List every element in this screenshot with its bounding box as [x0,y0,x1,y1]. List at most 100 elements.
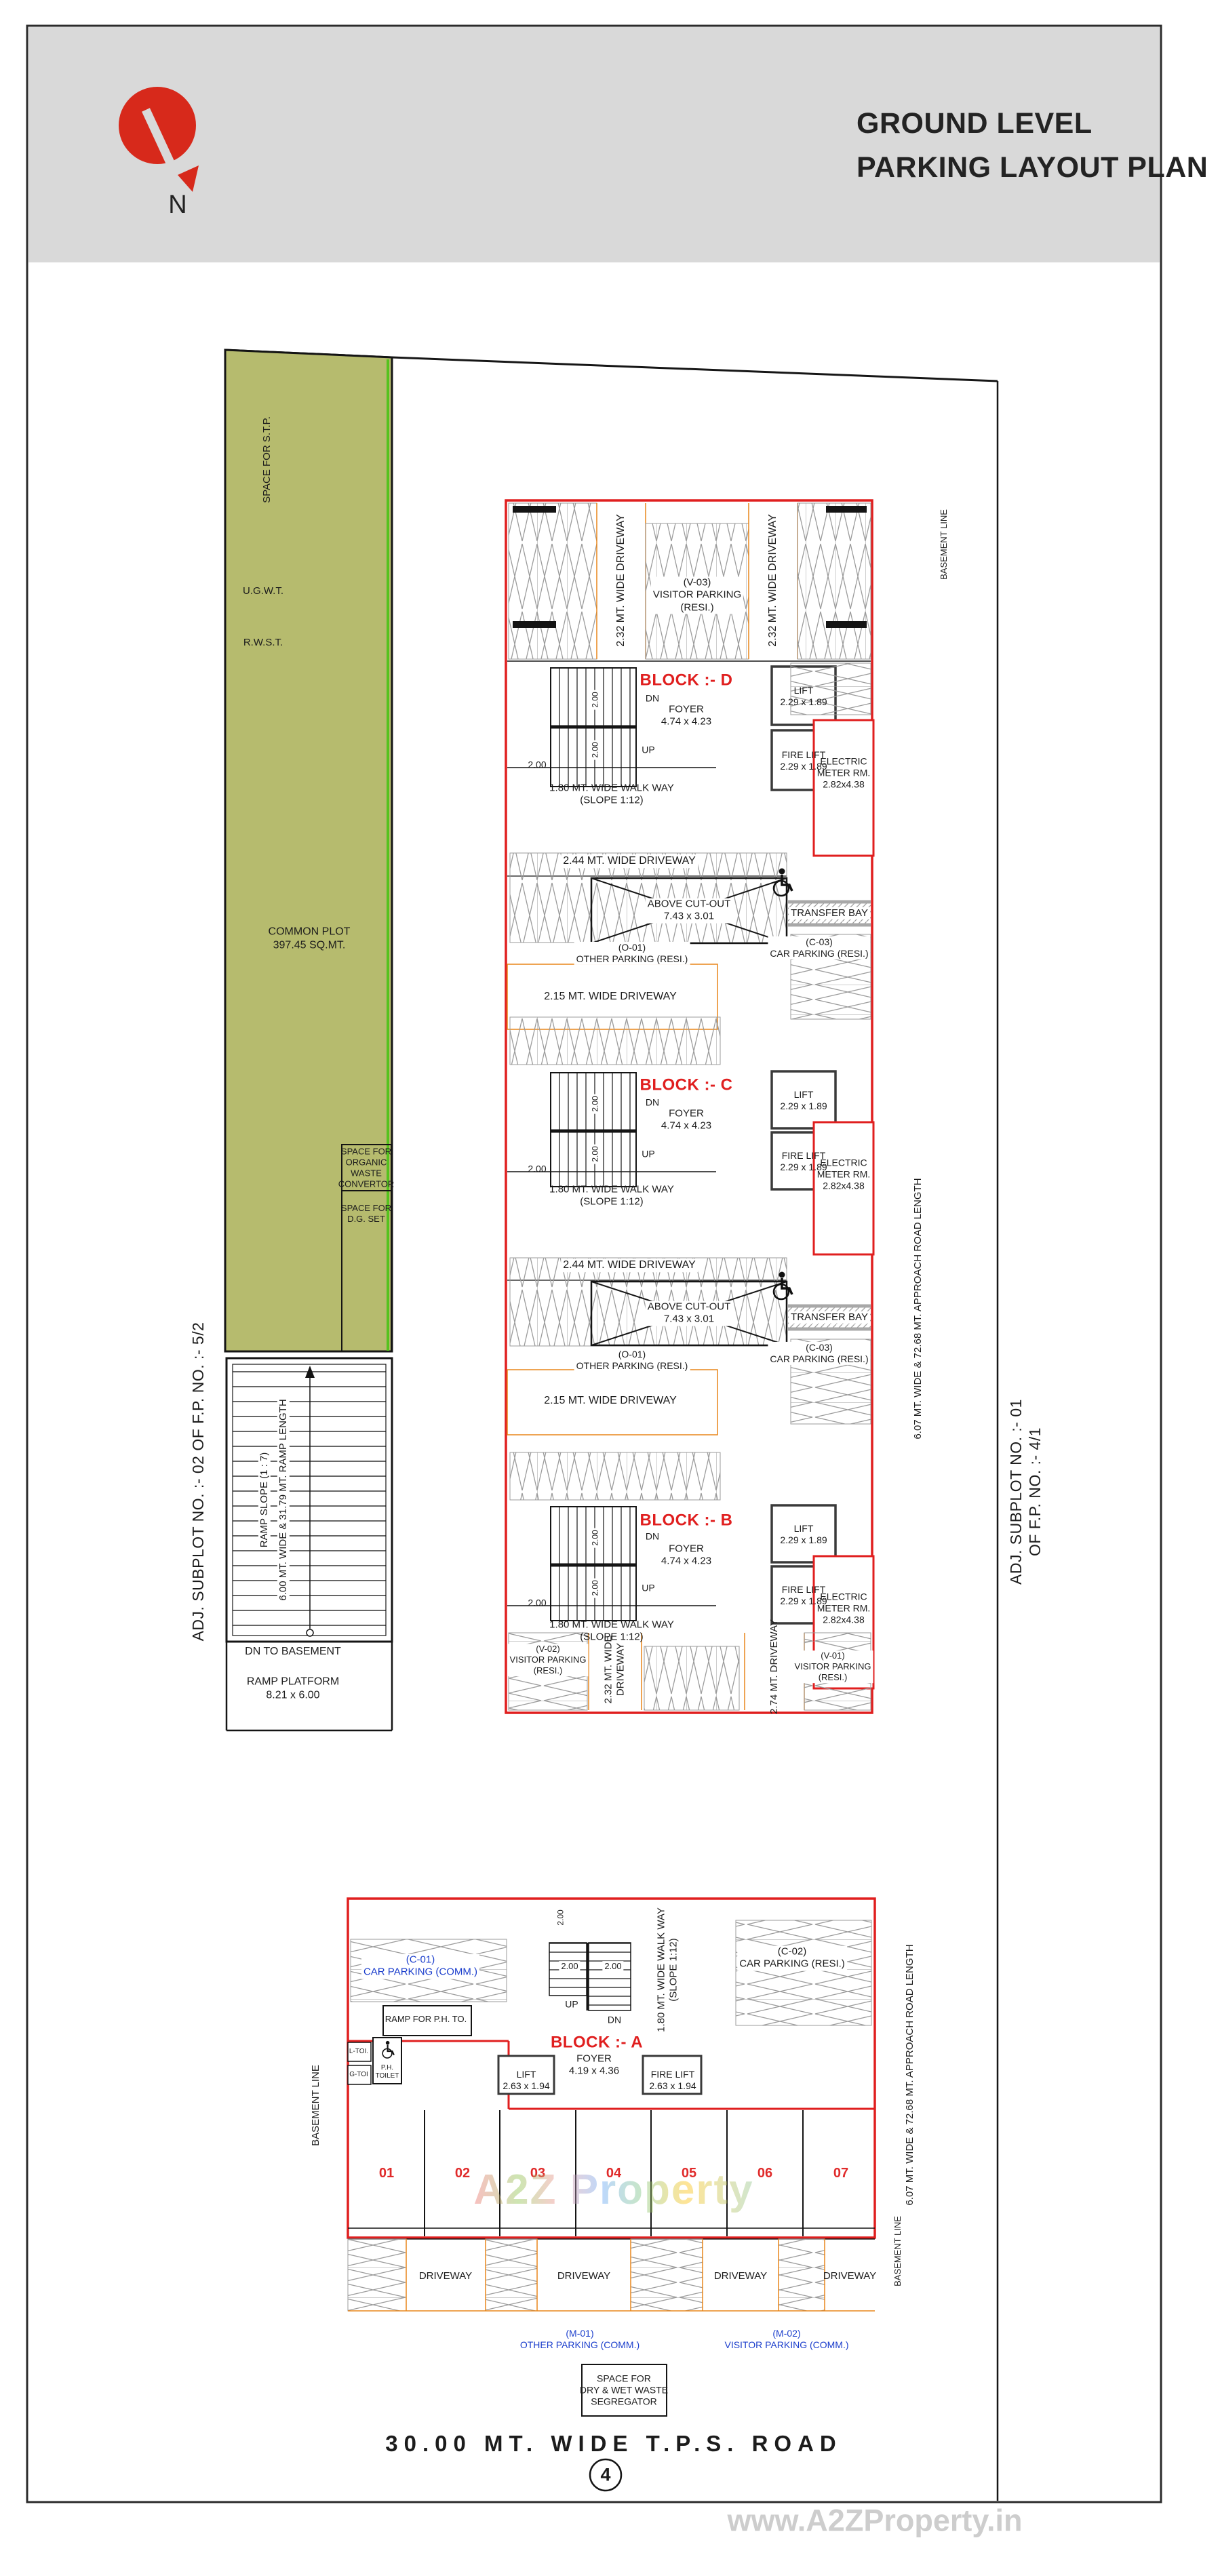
walkway-a-label: 1.80 MT. WIDE WALK WAY (SLOPE 1:12) [655,1907,680,2032]
c03-c-label: (C-03) CAR PARKING (RESI.) [768,1341,871,1366]
o01-d-label: (O-01) OTHER PARKING (RESI.) [574,941,690,966]
block-a-up-label: UP [565,1998,578,2010]
o01-c-label: (O-01) OTHER PARKING (RESI.) [574,1348,690,1372]
driveway-label-4: DRIVEWAY [823,2270,877,2282]
block-b-dim-rot2: 2.00 [590,1578,601,1598]
driveway-244-c-label: 2.44 MT. WIDE DRIVEWAY [561,1259,698,1272]
block-d-dim-rot2: 2.00 [590,740,601,760]
dn-to-basement-label: DN TO BASEMENT [245,1646,341,1658]
driveway-232-bottom-label: 2.32 MT. WIDE DRIVEWAY [602,1635,627,1704]
plan-watermark: A2Z Property [473,2164,753,2216]
block-a-dim1: 2.00 [559,1961,581,1972]
m01-label: (M-01) OTHER PARKING (COMM.) [519,2327,640,2350]
block-b-foyer-label: FOYER 4.74 x 4.23 [661,1543,712,1567]
shop-01: 01 [378,2165,395,2181]
block-a-dn-label: DN [607,2014,622,2025]
road-label: 30.00 MT. WIDE T.P.S. ROAD [385,2430,842,2456]
block-a-foyer-label: FOYER 4.19 x 4.36 [568,2053,620,2077]
block-b-label: BLOCK :- B [639,1511,733,1530]
waste-segregator-label: SPACE FOR DRY & WET WASTE SEGREGATOR [579,2373,669,2407]
walkway-c-label: 1.80 MT. WIDE WALK WAY (SLOPE 1:12) [549,1183,674,1208]
l-toi-label: L-TOI. [349,2047,369,2055]
block-c-meter-label: ELECTRIC METER RM. 2.82x4.38 [816,1157,871,1191]
block-b-dim: 2.00 [528,1597,547,1608]
v02-label: (V-02) VISITOR PARKING (RESI.) [507,1644,589,1676]
header-band [28,27,1160,262]
basement-line-label-upper: BASEMENT LINE [939,509,949,580]
block-b-dim-rot1: 2.00 [590,1528,601,1548]
common-plot-label: COMMON PLOT 397.45 SQ.MT. [268,926,351,951]
c02-label: (C-02) CAR PARKING (RESI.) [737,1945,847,1971]
driveway-label-1: DRIVEWAY [418,2270,473,2282]
block-c-up-label: UP [642,1148,655,1160]
shop-04: 04 [606,2165,622,2181]
dg-set-label: SPACE FOR D.G. SET [340,1203,392,1224]
block-a-dim2: 2.00 [602,1961,624,1972]
basement-line-label-lower-left: BASEMENT LINE [309,2065,321,2146]
block-d-dn-label: DN [645,692,660,704]
m02-label: (M-02) VISITOR PARKING (COMM.) [724,2327,849,2350]
ramp-ph-label: RAMP FOR P.H. TO. [385,2014,467,2025]
north-label: N [168,190,187,219]
walkway-b-label: 1.80 MT. WIDE WALK WAY (SLOPE 1:12) [549,1619,674,1643]
driveway-274-label: 2.74 MT. DRIVEWAY [768,1619,780,1715]
v01-label: (V-01) VISITOR PARKING (RESI.) [792,1650,873,1683]
right-subplot-label: ADJ. SUBPLOT NO. :- 01 OF F.P. NO. :- 4/… [1006,1399,1044,1585]
block-c-lift-label: LIFT 2.29 x 1.89 [780,1088,827,1111]
common-plot-area [224,349,393,1353]
basement-ramp [225,1357,393,1732]
driveway-244-d-label: 2.44 MT. WIDE DRIVEWAY [561,854,698,868]
ramp-slope-label: RAMP SLOPE (1 : 7) [258,1450,271,1550]
driveway-label-2: DRIVEWAY [557,2270,611,2282]
basement-line-label-lower-right: BASEMENT LINE [892,2216,903,2286]
driveway-232-label-2: 2.32 MT. WIDE DRIVEWAY [767,514,779,647]
walkway-d-label: 1.80 MT. WIDE WALK WAY (SLOPE 1:12) [549,782,674,806]
block-b-up-label: UP [642,1582,655,1593]
block-c-foyer-label: FOYER 4.74 x 4.23 [661,1107,712,1132]
shop-05: 05 [681,2165,697,2181]
block-c-dim-rot2: 2.00 [590,1144,601,1164]
shop-06: 06 [757,2165,773,2181]
block-c-dim: 2.00 [528,1163,547,1174]
g-toi-label: G-TOI [349,2070,368,2078]
block-d-foyer-label: FOYER 4.74 x 4.23 [661,703,712,728]
shop-02: 02 [454,2165,471,2181]
block-c-label: BLOCK :- C [639,1075,733,1094]
block-d-up-label: UP [642,744,655,755]
transfer-bay-c-label: TRANSFER BAY [789,1311,870,1324]
v03-label: (V-03) VISITOR PARKING (RESI.) [650,576,744,614]
c01-label: (C-01) CAR PARKING (COMM.) [361,1954,480,1979]
block-a-lift-label: LIFT 2.63 x 1.94 [503,2068,550,2091]
left-subplot-label: ADJ. SUBPLOT NO. :- 02 OF F.P. NO. :- 5/… [189,1322,207,1642]
north-arrow-icon [119,87,199,192]
block-d-label: BLOCK :- D [639,671,733,690]
shop-03: 03 [530,2165,546,2181]
ramp-size-label: 6.00 MT. WIDE & 31.79 MT. RAMP LENGTH [277,1397,290,1603]
block-a-fire-lift-label: FIRE LIFT 2.63 x 1.94 [649,2068,696,2091]
block-d-dim-rot1: 2.00 [590,690,601,710]
approach-road-label-lower: 6.07 MT. WIDE & 72.68 MT. APPROACH ROAD … [903,1944,916,2206]
transfer-bay-d-label: TRANSFER BAY [789,907,870,920]
block-b-fire-lift-label: FIRE LIFT 2.29 x 1.89 [780,1583,827,1606]
ramp-platform-label: RAMP PLATFORM 8.21 x 6.00 [246,1676,340,1701]
c03-d-label: (C-03) CAR PARKING (RESI.) [768,936,871,960]
block-b-lift-label: LIFT 2.29 x 1.89 [780,1522,827,1545]
block-d-lift-label: LIFT 2.29 x 1.89 [780,684,827,707]
page-title: GROUND LEVEL PARKING LAYOUT PLAN [857,107,1208,184]
cutout-c-label: ABOVE CUT-OUT 7.43 x 3.01 [645,1301,733,1326]
block-d-dim: 2.00 [528,759,547,770]
driveway-215-d-label: 2.15 MT. WIDE DRIVEWAY [542,990,679,1004]
driveway-232-label-1: 2.32 MT. WIDE DRIVEWAY [615,514,627,647]
sheet-number: 4 [600,2464,611,2485]
ph-toilet-label: P.H. TOILET [375,2063,399,2080]
driveway-label-3: DRIVEWAY [713,2270,768,2282]
block-a-dim-rot: 2.00 [555,1907,566,1928]
approach-road-label-upper: 6.07 MT. WIDE & 72.68 MT. APPROACH ROAD … [911,1178,924,1440]
block-b-dn-label: DN [645,1530,660,1542]
block-c-dim-rot1: 2.00 [590,1094,601,1114]
ugwt-label: U.G.W.T. [243,584,283,597]
sheet-number-circle [589,2458,623,2492]
block-a-label: BLOCK :- A [550,2033,644,2052]
shop-07: 07 [833,2165,849,2181]
